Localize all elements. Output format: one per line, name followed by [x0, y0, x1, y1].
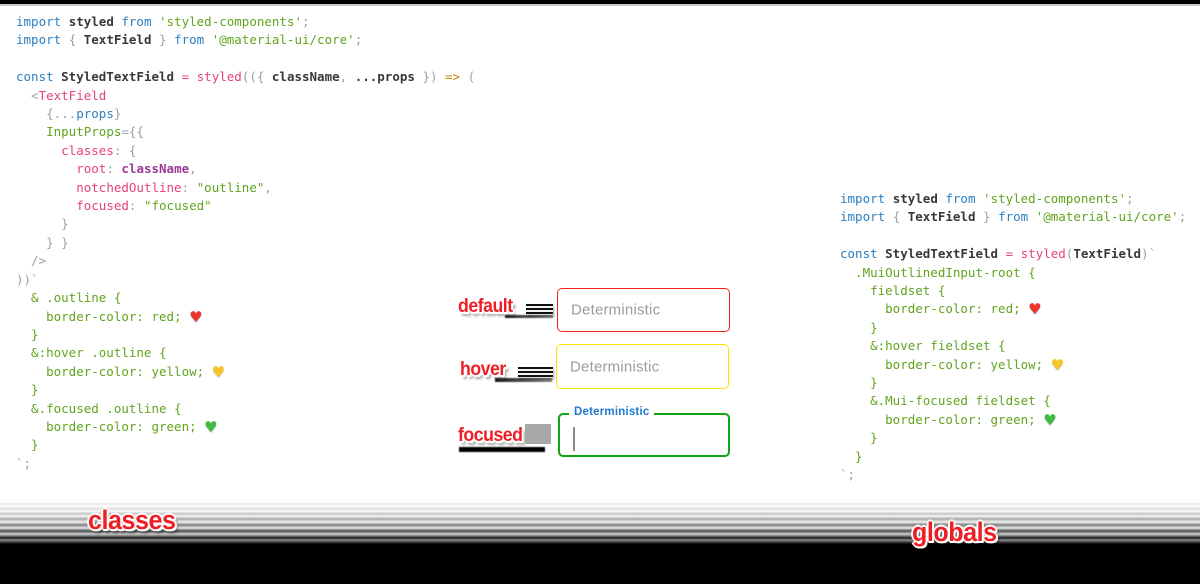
code-line: } } [16, 234, 69, 250]
textfield-focused-floating-label: Deterministic [569, 406, 655, 418]
code-line: <TextField [16, 87, 107, 103]
code-line: /> [16, 253, 47, 269]
globals-caption: globals [912, 517, 997, 547]
code-line: {...props} [16, 106, 122, 122]
bottom-shadow-band [0, 496, 1200, 584]
focused-connector-mark [525, 424, 551, 444]
code-line: } [840, 448, 863, 464]
code-line [16, 50, 475, 68]
code-line: } [840, 430, 878, 446]
code-line: &.Mui-focused fieldset { [840, 393, 1051, 409]
heart-green-icon: ♥ [1043, 410, 1057, 429]
code-line [840, 227, 1186, 245]
default-connector-shadow [505, 315, 553, 318]
default-state-label: default [458, 296, 513, 317]
code-line: &:hover fieldset { [840, 338, 1006, 354]
textfield-default[interactable]: Deterministic [557, 288, 730, 332]
code-line: import styled from 'styled-components'; [840, 191, 1134, 206]
hover-connector-mark [518, 367, 553, 378]
heart-red-icon: ♥ [189, 307, 203, 326]
code-line: } [840, 375, 878, 391]
code-line: root: className, [76, 161, 197, 177]
code-line: border-color: green; ♥ [840, 410, 1057, 429]
top-edge-shadow-line [0, 4, 1200, 6]
code-line: notchedOutline: "outline", [76, 179, 272, 195]
textfield-default-placeholder: Deterministic [571, 301, 661, 319]
textfield-hover[interactable]: Deterministic [556, 344, 729, 389]
code-line: import styled from 'styled-components'; [16, 14, 310, 29]
classes-code-panel: import styled from 'styled-components'; i… [16, 13, 475, 473]
code-line: border-color: yellow; ♥ [16, 362, 226, 381]
code-line: } [16, 216, 69, 232]
code-line: border-color: red; ♥ [840, 300, 1042, 319]
focused-state-label: focused [458, 425, 523, 446]
textfield-focused[interactable]: Deterministic [558, 406, 730, 457]
code-line: & .outline { [16, 290, 122, 306]
globals-code-panel: import styled from 'styled-components'; i… [840, 190, 1186, 485]
code-line: border-color: yellow; ♥ [840, 355, 1065, 374]
text-cursor [573, 427, 575, 451]
code-line: InputProps={{ [46, 124, 144, 140]
code-line: import { TextField } from '@material-ui/… [840, 209, 1187, 225]
hover-connector-shadow [495, 378, 552, 382]
code-line: border-color: red; ♥ [16, 307, 203, 326]
heart-red-icon: ♥ [1028, 300, 1042, 319]
code-line: `; [16, 455, 32, 471]
classes-caption: classes [88, 505, 176, 535]
code-line: &:hover .outline { [16, 345, 167, 361]
heart-yellow-icon: ♥ [1050, 355, 1065, 374]
default-connector-mark [526, 304, 553, 315]
textfield-hover-placeholder: Deterministic [570, 358, 660, 375]
code-line: import { TextField } from '@material-ui/… [16, 32, 363, 48]
code-line: } [16, 382, 39, 398]
hover-state-label: hover [460, 359, 506, 380]
top-edge-shadow [0, 0, 1200, 4]
heart-yellow-icon: ♥ [211, 362, 226, 381]
code-line: fieldset { [840, 283, 946, 299]
code-line: const StyledTextField = styled(TextField… [840, 246, 1157, 262]
heart-green-icon: ♥ [204, 417, 218, 436]
code-line: classes: { [61, 142, 137, 158]
code-line: const StyledTextField = styled(({ classN… [16, 69, 476, 85]
code-line: ))` [16, 271, 39, 287]
code-line: focused: "focused" [76, 198, 212, 214]
focused-connector-shadow [459, 447, 545, 452]
code-line: } [16, 437, 39, 453]
code-line: } [16, 326, 39, 342]
code-line: border-color: green; ♥ [16, 417, 218, 436]
code-line: `; [840, 467, 856, 483]
code-line: &.focused .outline { [16, 400, 182, 416]
code-line: .MuiOutlinedInput-root { [840, 264, 1036, 280]
code-line: } [840, 319, 878, 335]
